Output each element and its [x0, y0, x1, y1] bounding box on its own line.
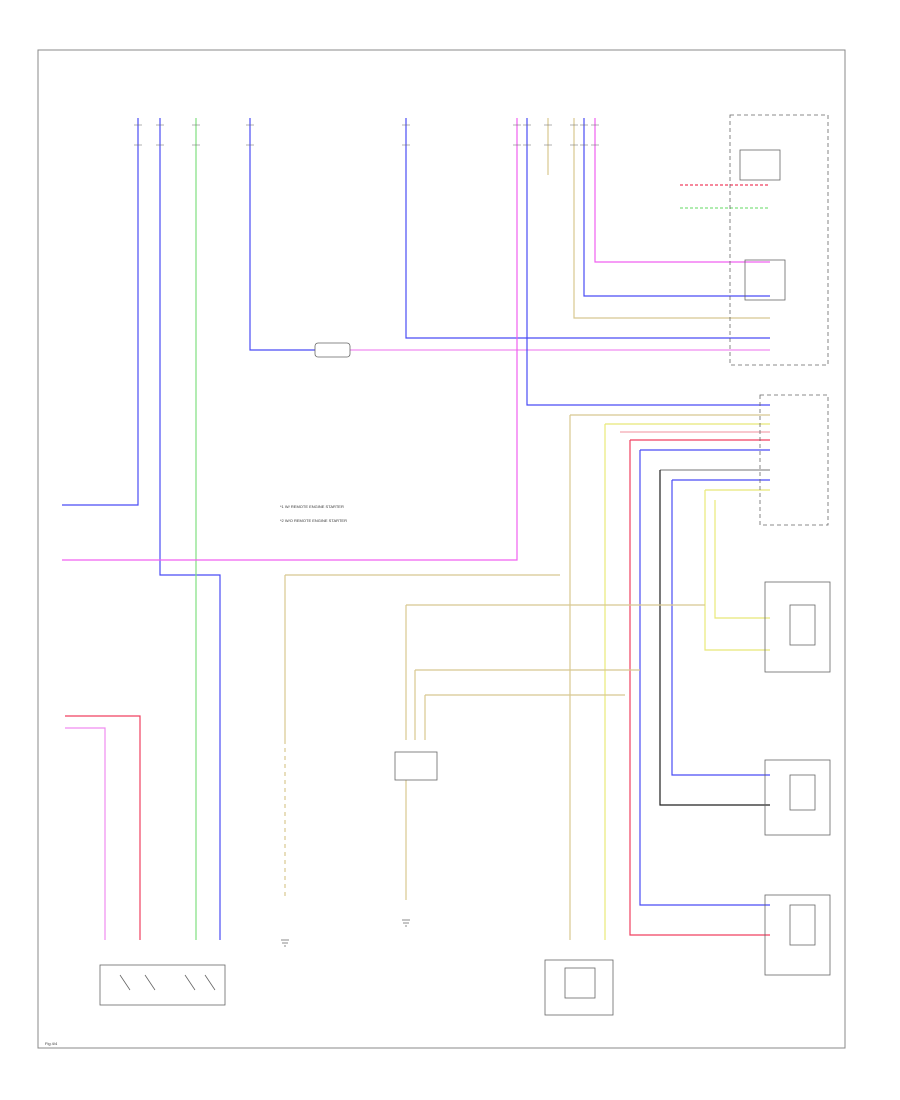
ground-symbol-1 — [402, 919, 410, 927]
wire-red-bl — [65, 715, 141, 940]
sensor-bottom-center-inner — [564, 967, 596, 999]
relay-box — [729, 114, 829, 366]
wire-blue-5 — [526, 118, 770, 406]
wire-blue-3 — [249, 118, 315, 351]
wire-blue-2 — [159, 118, 221, 940]
combination-meter — [759, 394, 829, 526]
wire-blue-4 — [405, 118, 770, 339]
wire-tan-2 — [573, 118, 770, 319]
switch-assembly — [99, 964, 226, 1006]
wire-blue-10 — [671, 480, 770, 776]
wire-red-3 — [629, 440, 770, 936]
components — [99, 114, 831, 1016]
center-connector — [394, 751, 438, 781]
wire-pink-bl — [65, 727, 106, 940]
wire-yellow-4 — [704, 490, 770, 651]
switch-contacts — [119, 974, 216, 991]
wires — [62, 118, 770, 940]
sensor-mid-right-inner — [789, 774, 816, 811]
wire-blue-6 — [583, 118, 770, 297]
relay-switch — [744, 259, 786, 301]
relay-coil — [739, 149, 781, 181]
sensor-top-right-inner — [789, 604, 816, 646]
wire-grey-2 — [659, 470, 770, 806]
sensor-top-right — [764, 581, 831, 673]
connector-ticks — [134, 124, 599, 146]
sensor-mid-right — [764, 759, 831, 836]
wire-yellow-5 — [714, 500, 770, 619]
sensor-bottom-right — [764, 894, 831, 976]
note-1: *1 W/ REMOTE ENGINE STARTER — [280, 504, 344, 509]
wire-blue-8 — [639, 450, 770, 906]
wire-magenta-long — [62, 118, 518, 561]
footer-code: Fig 4/4 — [45, 1041, 58, 1046]
diagram-frame — [37, 49, 846, 1049]
sensor-bottom-right-inner — [789, 904, 816, 946]
fuse — [314, 342, 351, 358]
wire-magenta-2 — [594, 118, 770, 263]
note-2: *2 W/O REMOTE ENGINE STARTER — [280, 518, 347, 523]
sensor-bottom-center — [544, 959, 614, 1016]
wire-blue-1 — [62, 118, 139, 506]
ground-symbol-2 — [281, 939, 289, 947]
notes: *1 W/ REMOTE ENGINE STARTER *2 W/O REMOT… — [280, 504, 347, 523]
